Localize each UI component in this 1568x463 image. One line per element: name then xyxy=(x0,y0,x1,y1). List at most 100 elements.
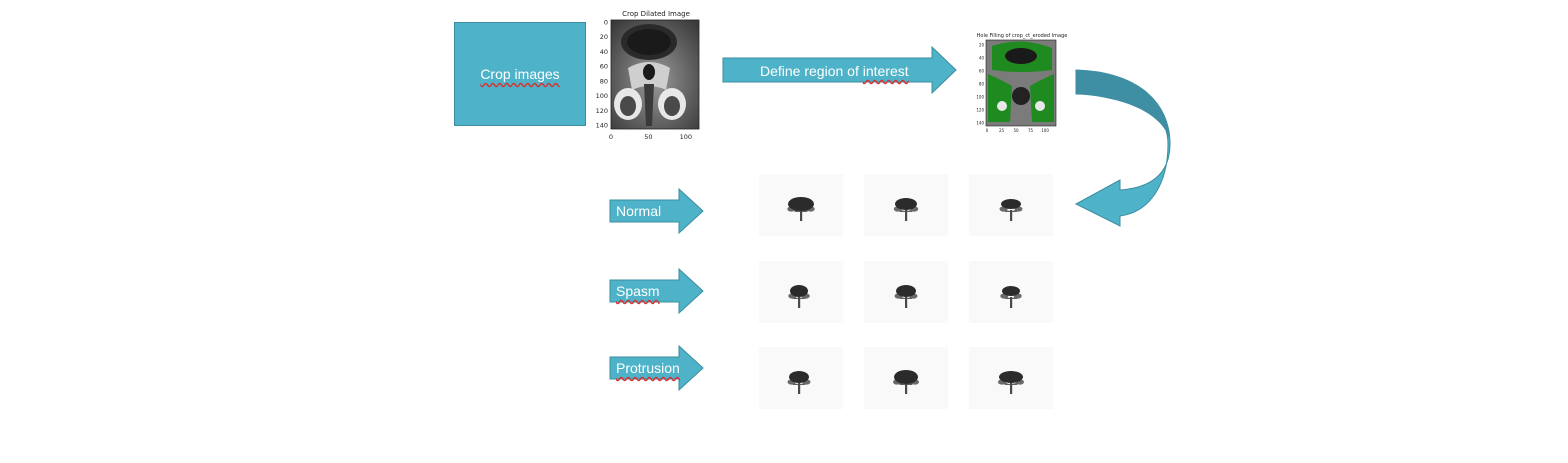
roi-arrow-shape xyxy=(722,46,957,94)
class-arrow-shape xyxy=(609,345,704,392)
curved-arrow-shade xyxy=(1076,70,1170,144)
right-muscle-core xyxy=(664,96,680,116)
hole-center xyxy=(1012,87,1030,105)
result-tile xyxy=(864,347,948,409)
vertebra-body xyxy=(999,371,1023,383)
y-tick-label: 100 xyxy=(596,92,608,100)
hole-x-ticks: 0 25 50 75 100 xyxy=(986,128,1050,133)
vertebra-silhouette xyxy=(787,371,811,394)
roi-label: Define region of interest xyxy=(760,63,909,79)
vertebra-silhouette xyxy=(894,285,918,308)
vertebra-wing xyxy=(1001,380,1021,385)
vertebra-silhouette xyxy=(787,197,815,221)
hole-x-tick-label: 50 xyxy=(1014,128,1020,133)
vertebra-body xyxy=(895,198,917,210)
vertebra-body xyxy=(894,370,918,384)
disc-core xyxy=(627,29,671,55)
vertebra-silhouette xyxy=(893,370,919,394)
result-tile xyxy=(864,261,948,323)
hole-y-tick-label: 120 xyxy=(976,108,984,113)
hole-x-tick-label: 75 xyxy=(1028,128,1034,133)
x-axis-ticks: 0 50 100 xyxy=(609,133,692,141)
roi-arrow xyxy=(722,46,957,94)
x-tick-label: 0 xyxy=(609,133,613,141)
hole-filling-plot: Hole Filling of crop_ct_eroded Image 20 4… xyxy=(976,33,1068,133)
hole-y-tick-label: 100 xyxy=(976,95,984,100)
hole-y-tick-label: 40 xyxy=(979,56,985,61)
vertebra-stem xyxy=(800,210,803,221)
result-tile xyxy=(759,174,843,236)
hole-x-tick-label: 0 xyxy=(986,128,989,133)
hole-y-tick-label: 80 xyxy=(979,82,985,87)
y-tick-label: 140 xyxy=(596,122,608,130)
class-label-spasm: Spasm xyxy=(616,283,660,299)
result-tile xyxy=(969,261,1053,323)
spinous-process xyxy=(644,84,654,126)
x-tick-label: 50 xyxy=(644,133,652,141)
y-tick-label: 40 xyxy=(600,48,608,56)
cord-shape xyxy=(643,64,655,80)
vertebra-silhouette xyxy=(1000,286,1022,308)
vertebra-stem xyxy=(905,297,908,308)
class-label-protrusion: Protrusion xyxy=(616,360,680,376)
vertebra-stem xyxy=(1010,383,1013,394)
vertebra-stem xyxy=(798,383,801,394)
green-region-left xyxy=(988,74,1012,122)
class-arrow xyxy=(609,268,704,315)
vertebra-body xyxy=(789,371,809,383)
class-label-normal: Normal xyxy=(616,203,662,219)
result-tile xyxy=(864,174,948,236)
vertebra-stem xyxy=(798,297,801,308)
vertebra-stem xyxy=(1010,210,1013,221)
class-arrow xyxy=(609,345,704,392)
hole-y-tick-label: 140 xyxy=(976,121,984,126)
vertebra-stem xyxy=(905,383,908,394)
hole-frame xyxy=(985,39,1057,127)
x-tick-label: 100 xyxy=(680,133,692,141)
crop-images-label: Crop images xyxy=(480,66,560,82)
crop-dilated-title: Crop Dilated Image xyxy=(622,10,690,18)
hole-y-tick-label: 20 xyxy=(979,43,985,48)
vertebra-silhouette xyxy=(999,199,1023,221)
vertebra-wing xyxy=(791,207,811,212)
plot-frame xyxy=(610,19,700,130)
hole-disc xyxy=(1005,48,1037,64)
hole-y-tick-label: 60 xyxy=(979,69,985,74)
left-muscle-core xyxy=(620,96,636,116)
class-arrow-shape xyxy=(609,188,704,235)
hole-right-spot xyxy=(1035,101,1045,111)
roi-label-underlined: interest xyxy=(862,63,909,79)
vertebra-silhouette xyxy=(788,285,810,308)
vertebra-body xyxy=(1001,199,1021,209)
vertebra-body xyxy=(896,285,916,297)
y-tick-label: 60 xyxy=(600,63,608,71)
vertebra-wing xyxy=(896,380,916,385)
vertebra-body xyxy=(1002,286,1020,296)
result-tile xyxy=(969,174,1053,236)
hole-x-tick-label: 25 xyxy=(999,128,1005,133)
y-tick-label: 120 xyxy=(596,107,608,115)
vertebra-silhouette xyxy=(893,198,919,221)
result-tile xyxy=(759,261,843,323)
hole-x-tick-label: 100 xyxy=(1041,128,1049,133)
y-tick-label: 20 xyxy=(600,33,608,41)
vertebra-body xyxy=(790,285,808,297)
result-tile xyxy=(969,347,1053,409)
class-arrow-shape xyxy=(609,268,704,315)
result-tile xyxy=(759,347,843,409)
vertebra-silhouette xyxy=(998,371,1024,394)
y-tick-label: 80 xyxy=(600,77,608,85)
y-tick-label: 0 xyxy=(604,19,608,27)
hole-left-spot xyxy=(997,101,1007,111)
y-axis-ticks: 0 20 40 60 80 100 120 140 xyxy=(596,19,608,130)
curved-arrow xyxy=(1074,69,1171,227)
class-arrow xyxy=(609,188,704,235)
vertebra-stem xyxy=(1010,297,1013,308)
crop-dilated-plot: Crop Dilated Image 0 20 40 60 80 100 120 140 0 5… xyxy=(596,10,700,141)
hole-filling-title: Hole Filling of crop_ct_eroded Image xyxy=(977,33,1068,39)
vertebra-stem xyxy=(905,210,908,221)
vertebra-body xyxy=(788,197,814,211)
hole-y-ticks: 20 40 60 80 100 120 140 xyxy=(976,43,984,126)
green-region-right xyxy=(1030,74,1054,122)
roi-label-text: Define region of interest xyxy=(760,63,909,79)
